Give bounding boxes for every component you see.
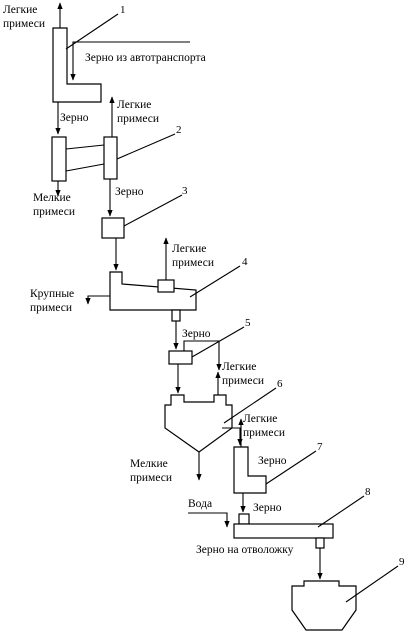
label-fine-impurities-6a: Мелкие xyxy=(130,458,168,470)
equipment-8-outlet xyxy=(315,537,325,549)
number-1: 1 xyxy=(120,4,126,16)
equipment-2-bottom-link xyxy=(65,163,105,172)
number-4: 4 xyxy=(242,256,248,268)
leader-9 xyxy=(345,565,399,603)
leader-7 xyxy=(265,450,317,485)
equipment-6 xyxy=(164,394,233,453)
equipment-4-top-box xyxy=(157,279,175,293)
number-5: 5 xyxy=(245,317,251,329)
label-light-impurities-2a: Легкие xyxy=(117,99,151,111)
equipment-8 xyxy=(233,523,334,539)
label-light-impurities-4a: Легкие xyxy=(172,243,206,255)
label-grain-4: Зерно xyxy=(182,328,211,340)
arrow-grain-from-truck xyxy=(70,41,190,81)
equipment-3 xyxy=(101,217,125,239)
equipment-2-left-box xyxy=(51,136,67,182)
equipment-4-outlet xyxy=(171,309,181,322)
label-light-impurities-5b: примеси xyxy=(222,375,264,387)
label-light-impurities-6a: Легкие xyxy=(243,413,277,425)
equipment-9 xyxy=(291,580,357,631)
arrow-grain-6 xyxy=(222,427,243,446)
leader-1 xyxy=(65,13,119,50)
arrow-water xyxy=(188,512,230,528)
label-fine-impurities-6b: примеси xyxy=(130,472,172,484)
leader-3 xyxy=(123,194,183,227)
leader-5 xyxy=(191,326,245,358)
label-grain-from-truck: Зерно из автотранспорта xyxy=(85,52,206,64)
label-coarse-impurities-4a: Крупные xyxy=(30,288,74,300)
equipment-4 xyxy=(109,271,197,311)
equipment-7 xyxy=(233,446,267,494)
label-grain-6: Зерно xyxy=(258,455,287,467)
label-coarse-impurities-4b: примеси xyxy=(30,302,72,314)
leader-4 xyxy=(189,265,241,298)
number-3: 3 xyxy=(182,185,188,197)
label-grain-1: Зерно xyxy=(60,112,89,124)
label-fine-impurities-2a: Мелкие xyxy=(33,192,71,204)
label-light-impurities-2b: примеси xyxy=(117,113,159,125)
label-fine-impurities-2b: примеси xyxy=(33,206,75,218)
number-7: 7 xyxy=(317,441,323,453)
number-6: 6 xyxy=(277,378,283,390)
equipment-2-top-link xyxy=(65,144,105,150)
arrow-light-impurities-5 xyxy=(183,340,222,371)
label-light-impurities-6b: примеси xyxy=(243,427,285,439)
label-light-impurities-4b: примеси xyxy=(172,257,214,269)
equipment-2-right-box xyxy=(103,136,118,180)
leader-2 xyxy=(116,133,176,160)
label-light-impurities-5a: Легкие xyxy=(222,361,256,373)
number-2: 2 xyxy=(176,124,182,136)
equipment-1 xyxy=(52,27,102,103)
number-8: 8 xyxy=(365,486,371,498)
arrow-coarse-impurities-4 xyxy=(85,295,110,305)
equipment-8-inlet xyxy=(238,513,250,525)
number-9: 9 xyxy=(399,556,405,568)
leader-6 xyxy=(223,387,277,424)
label-grain-to-tempering: Зерно на отволожку xyxy=(196,544,294,556)
label-light-impurities-1a: Легкие xyxy=(3,4,37,16)
label-light-impurities-1b: примеси xyxy=(3,18,45,30)
leader-8 xyxy=(317,495,365,528)
equipment-5 xyxy=(168,350,193,365)
label-water: Вода xyxy=(188,498,212,510)
label-grain-7: Зерно xyxy=(253,502,282,514)
label-grain-2: Зерно xyxy=(115,186,144,198)
